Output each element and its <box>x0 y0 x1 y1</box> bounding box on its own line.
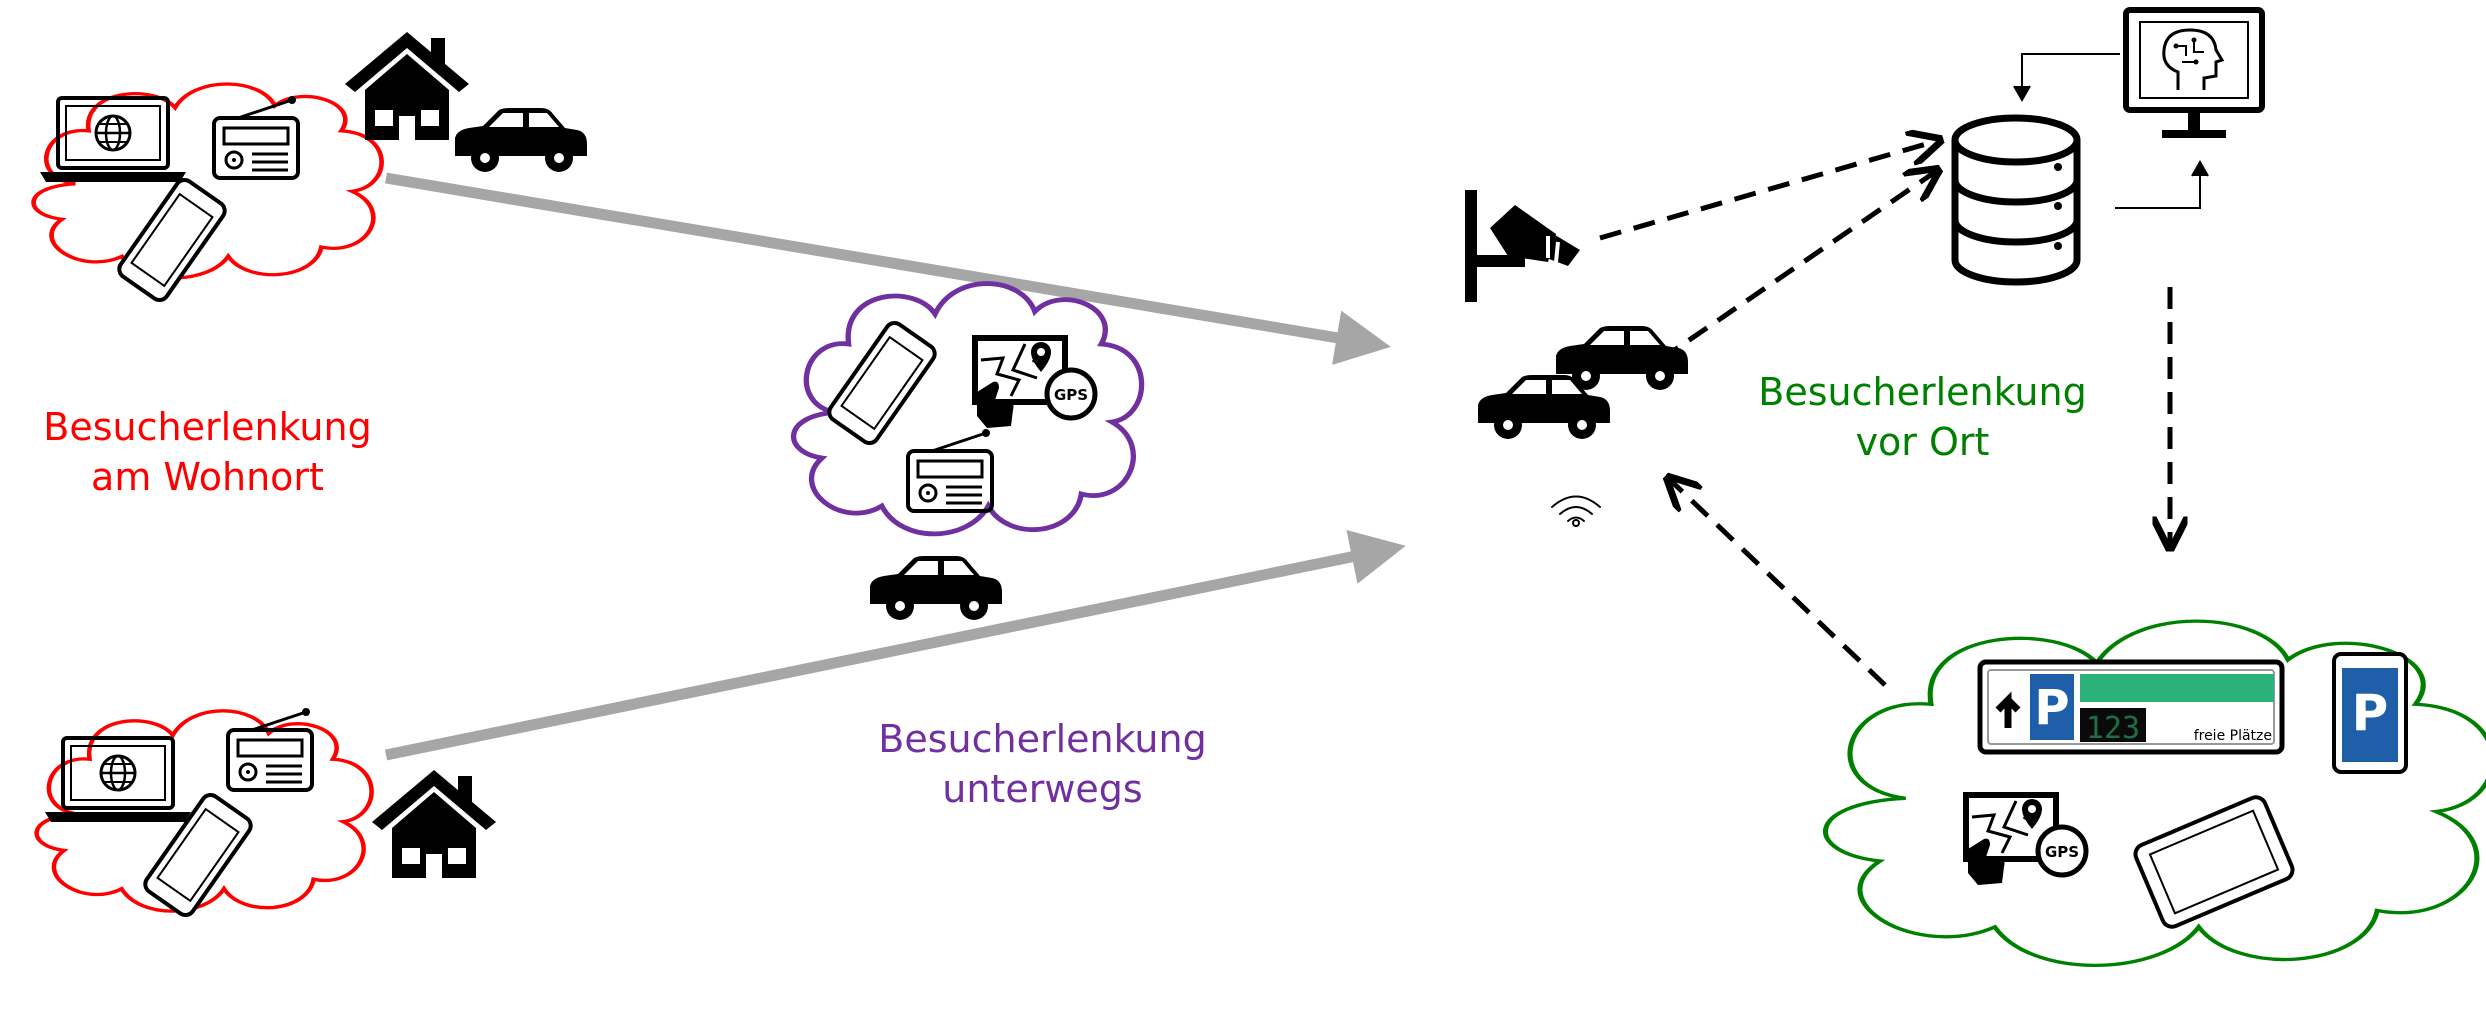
wifi-icon <box>1551 495 1601 527</box>
house-icon <box>345 32 469 140</box>
phone-parking-letter: P <box>2352 684 2389 742</box>
camera-icon <box>1465 190 1580 302</box>
tablet-icon <box>2133 795 2295 929</box>
ai-monitor-icon <box>2123 7 2265 138</box>
gps-label: GPS <box>2045 843 2079 861</box>
arrow-up-icon <box>1995 691 2021 728</box>
house-icon <box>372 770 496 878</box>
transit-guidance-label: Besucherlenkung unterwegs <box>878 717 1207 811</box>
parking-guidance-sign <box>1977 659 2285 755</box>
connector-arrows <box>2013 53 2209 209</box>
free-spaces-counter: 123 <box>2086 711 2140 746</box>
free-spaces-caption: freie Plätze <box>2194 728 2272 744</box>
home-to-site-arrow-2 <box>384 529 1406 761</box>
car-icon <box>870 556 1002 620</box>
database-icon <box>1951 114 2081 286</box>
data-flow-arrows <box>1599 140 2170 687</box>
home-to-site-arrow <box>385 172 1391 365</box>
onsite-guidance-label: Besucherlenkung vor Ort <box>1758 370 2087 464</box>
home-guidance-label: Besucherlenkung am Wohnort <box>43 405 372 499</box>
parking-app-phone-icon <box>2332 652 2408 774</box>
gps-label: GPS <box>1054 386 1088 404</box>
car-icon <box>1556 326 1688 390</box>
parking-letter: P <box>2034 680 2069 736</box>
car-icon <box>455 108 587 172</box>
